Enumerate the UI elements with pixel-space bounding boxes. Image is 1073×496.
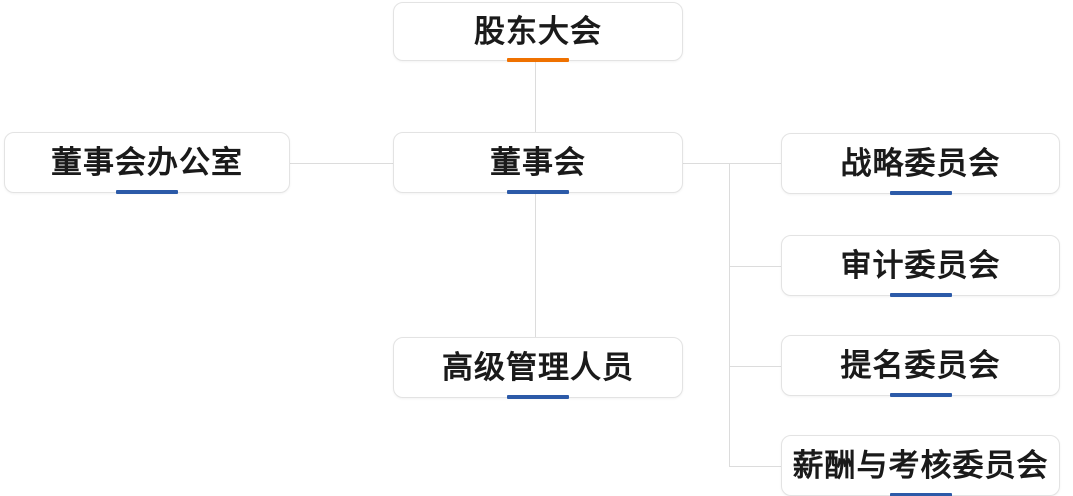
node-board[interactable]: 董事会	[393, 132, 683, 194]
node-shareholders[interactable]: 股东大会	[393, 2, 683, 62]
connector-trunk-to-strategy-committee	[729, 163, 781, 164]
node-senior-management[interactable]: 高级管理人员	[393, 337, 683, 399]
connector-trunk-to-audit-committee	[729, 266, 781, 267]
node-audit-committee[interactable]: 审计委员会	[781, 235, 1060, 297]
connector-trunk-to-remuneration-committee	[729, 466, 781, 467]
node-nomination-committee-accent	[889, 393, 952, 397]
node-senior-management-label: 高级管理人员	[442, 350, 634, 385]
node-board-office-accent	[116, 190, 178, 194]
node-nomination-committee[interactable]: 提名委员会	[781, 335, 1060, 397]
node-shareholders-label: 股东大会	[474, 14, 602, 49]
node-strategy-committee-label: 战略委员会	[840, 146, 1001, 181]
connector-shareholders-to-board	[535, 61, 536, 132]
node-board-office[interactable]: 董事会办公室	[4, 132, 290, 194]
node-remuneration-committee-label: 薪酬与考核委员会	[792, 448, 1049, 483]
connector-committee-trunk	[729, 163, 730, 467]
connector-trunk-to-nomination-committee	[729, 366, 781, 367]
connector-board-to-committee-trunk	[683, 163, 730, 164]
connector-board-to-senior-management	[535, 193, 536, 338]
node-nomination-committee-label: 提名委员会	[840, 348, 1001, 383]
node-board-label: 董事会	[490, 145, 586, 180]
node-shareholders-accent	[507, 58, 569, 62]
node-audit-committee-accent	[889, 293, 952, 297]
node-senior-management-accent	[507, 395, 569, 399]
node-strategy-committee[interactable]: 战略委员会	[781, 133, 1060, 195]
node-remuneration-committee-accent	[889, 493, 952, 496]
connector-board-to-board-office	[289, 163, 393, 164]
node-remuneration-committee[interactable]: 薪酬与考核委员会	[781, 435, 1060, 496]
node-board-office-label: 董事会办公室	[51, 145, 243, 180]
node-strategy-committee-accent	[889, 191, 952, 195]
node-board-accent	[507, 190, 569, 194]
node-audit-committee-label: 审计委员会	[840, 248, 1001, 283]
